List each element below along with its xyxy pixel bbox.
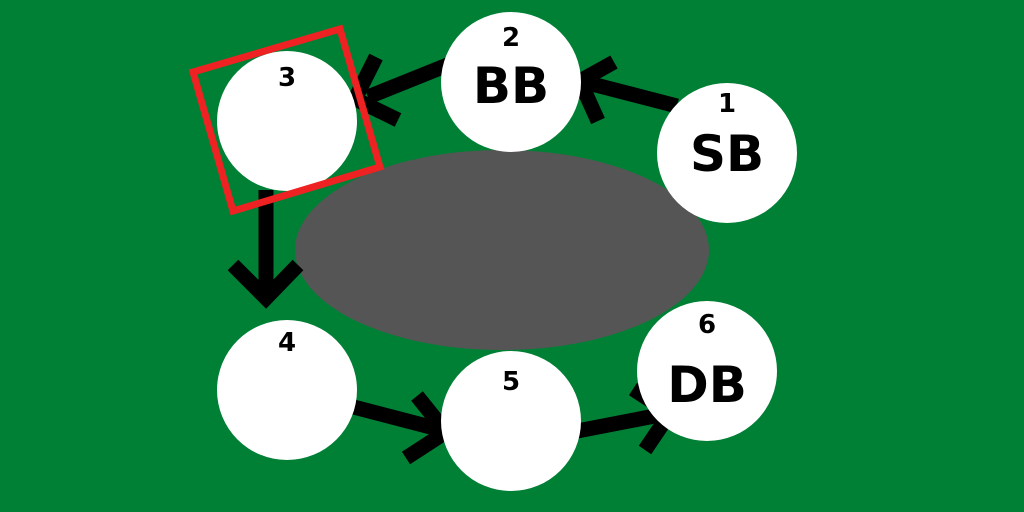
seat-5: 5 xyxy=(441,351,581,491)
seat-1-role: SB xyxy=(690,125,764,183)
seat-1: 1 SB xyxy=(657,83,797,223)
seat-2-circle xyxy=(441,12,581,152)
seat-6-circle xyxy=(637,301,777,441)
seat-4-number: 4 xyxy=(278,328,296,358)
seat-4-circle xyxy=(217,320,357,460)
arrow-seat2-to-seat3 xyxy=(344,53,458,127)
seat-4: 4 xyxy=(217,320,357,460)
seat-6-role: DB xyxy=(667,356,747,414)
seat-6-number: 6 xyxy=(698,310,716,340)
seat-3: 3 xyxy=(217,51,357,191)
seat-3-number: 3 xyxy=(278,63,296,93)
arrow-seat3-to-seat4 xyxy=(227,190,304,309)
seat-2: 2 BB xyxy=(441,12,581,152)
seat-1-number: 1 xyxy=(718,89,736,119)
seat-6: 6 DB xyxy=(637,301,777,441)
seat-5-number: 5 xyxy=(502,367,520,397)
seat-2-role: BB xyxy=(473,57,549,115)
poker-table xyxy=(295,150,709,350)
seat-3-circle xyxy=(217,51,357,191)
seat-5-circle xyxy=(441,351,581,491)
seat-1-circle xyxy=(657,83,797,223)
seat-2-number: 2 xyxy=(502,23,520,53)
seat-3-highlight-box xyxy=(188,24,385,216)
